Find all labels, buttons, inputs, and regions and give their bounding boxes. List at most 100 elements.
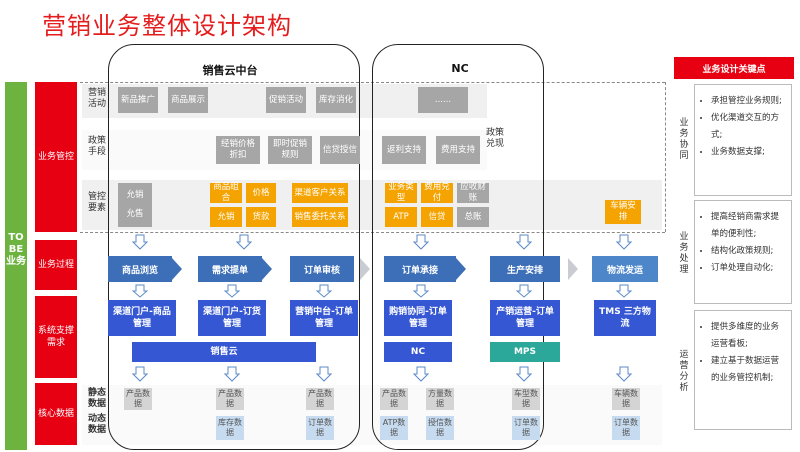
right-panel-item: 建立基于数据运营的业务管控机制;	[711, 353, 787, 387]
arrow-down-icon	[132, 284, 148, 298]
arrow-down-icon	[516, 234, 532, 250]
control-gray-box: 总账	[457, 207, 489, 227]
control-yellow-box: 允销	[210, 207, 242, 227]
control-yellow-box: 商品组合	[210, 182, 242, 203]
page-title: 营销业务整体设计架构	[42, 12, 292, 40]
control-yellow-box: ATP	[385, 207, 417, 227]
arrow-down-icon	[224, 366, 240, 382]
activity-box: 库存消化	[316, 87, 356, 113]
arrow-down-icon	[616, 234, 632, 250]
arrow-down-icon	[316, 366, 332, 382]
right-panel-group: 承担管控业务规则; 优化渠道交互的方式; 业务数据支撑;	[694, 84, 792, 196]
data-box: ATP数据	[380, 416, 408, 440]
right-panel-item: 承担管控业务规则;	[711, 93, 787, 110]
row-label-policy-cash: 政策兑现	[486, 128, 505, 149]
system-box: 购销协同-订单管理	[384, 300, 452, 336]
control-yellow-box: 费用兑付	[421, 182, 453, 203]
arrow-down-icon	[413, 366, 429, 382]
row-label-static-data: 静态数据	[88, 388, 107, 409]
policy-box: 即时促销规则	[268, 136, 312, 164]
control-yellow-box: 渠道客户关系	[292, 183, 348, 203]
control-gray-box: 允销 允售	[118, 183, 152, 227]
arrow-down-icon	[316, 284, 332, 298]
header-nc: NC	[451, 62, 469, 75]
right-panel-group-label: 运营分析	[679, 350, 689, 393]
section-sys-support: 系统支撑需求	[35, 296, 77, 378]
activity-box: 新品推广	[118, 87, 158, 113]
right-panel-group: 提高经销商需求提单的便利性; 结构化政策规则; 订单处理自动化;	[694, 200, 792, 304]
process-step: 订单审核	[290, 256, 354, 282]
process-chevron	[360, 258, 370, 280]
control-yellow-box: 货款	[246, 207, 276, 227]
process-chevron	[262, 258, 272, 280]
system-box: 渠道门户-商品管理	[108, 300, 176, 336]
right-panel-group-label: 业务处理	[679, 232, 689, 275]
data-box: 产品数据	[124, 388, 152, 410]
nc-column	[372, 44, 544, 450]
sales-cloud-column	[108, 44, 360, 450]
data-box: 车辆数据	[612, 388, 640, 410]
data-box: 车型数据	[512, 388, 540, 410]
arrow-down-icon	[132, 366, 148, 382]
arrow-down-icon	[616, 366, 632, 382]
row-label-control-elements: 管控要素	[88, 192, 107, 213]
control-yellow-box: 业务类型	[385, 182, 417, 203]
tobe-side-bar: TO BE业务	[5, 82, 27, 450]
arrow-down-icon	[413, 234, 429, 250]
right-panel-item: 订单处理自动化;	[711, 260, 787, 277]
system-bar-mps: MPS	[490, 342, 560, 362]
activity-box: 促销活动	[266, 87, 306, 113]
control-label: 允销	[126, 190, 144, 200]
data-box: 产品数据	[380, 388, 408, 410]
process-chevron	[456, 258, 466, 280]
control-yellow-box: 车辆安排	[605, 200, 641, 224]
system-box: 营销中台-订单管理	[290, 300, 358, 336]
system-box: 产销运营-订单管理	[490, 300, 560, 336]
process-step: 商品浏览	[108, 256, 172, 282]
process-step: 物流发运	[592, 256, 658, 282]
system-bar-sales-cloud: 销售云	[132, 342, 316, 362]
data-box: 授信数据	[426, 416, 454, 440]
dash-right	[665, 82, 666, 232]
right-panel-group: 提供多维度的业务运营看板; 建立基于数据运营的业务管控机制;	[694, 310, 792, 430]
section-core-data: 核心数据	[35, 383, 77, 445]
data-box: 库存数据	[216, 416, 244, 440]
policy-box: 信贷授信	[320, 136, 360, 164]
section-biz-control: 业务管控	[35, 82, 77, 232]
control-label: 允售	[126, 209, 144, 219]
system-bar-nc: NC	[384, 342, 452, 362]
right-panel-item: 提供多维度的业务运营看板;	[711, 319, 787, 353]
process-step: 订单承接	[384, 256, 456, 282]
data-box: 方量数据	[426, 388, 454, 410]
header-sales-cloud: 销售云中台	[202, 64, 258, 77]
row-label-policy-means: 政策手段	[88, 136, 107, 157]
arrow-down-icon	[616, 284, 632, 298]
arrow-down-icon	[132, 234, 148, 250]
control-gray-box: 应收财账	[457, 182, 489, 203]
policy-box: 返利支持	[382, 136, 426, 164]
process-step: 需求提单	[198, 256, 262, 282]
tobe-label: TO BE业务	[6, 232, 26, 267]
system-box: 渠道门户-订货管理	[198, 300, 266, 336]
right-panel-item: 提高经销商需求提单的便利性;	[711, 209, 787, 243]
right-panel-header: 业务设计关键点	[674, 57, 794, 79]
arrow-down-icon	[236, 234, 252, 250]
process-step: 生产安排	[490, 256, 560, 282]
right-panel-item: 结构化政策规则;	[711, 243, 787, 260]
policy-box: 经销价格折扣	[216, 136, 260, 164]
row-label-activities: 营销活动	[88, 88, 107, 109]
activity-box: ......	[418, 87, 468, 113]
data-box: 产品数据	[306, 388, 334, 410]
right-panel-item: 优化渠道交互的方式;	[711, 110, 787, 144]
arrow-down-icon	[516, 366, 532, 382]
activity-box: 商品展示	[168, 87, 208, 113]
arrow-down-icon	[413, 284, 429, 298]
section-biz-process: 业务过程	[35, 240, 77, 290]
arrow-down-icon	[516, 284, 532, 298]
process-chevron	[172, 258, 182, 280]
control-yellow-box: 信贷	[421, 207, 453, 227]
data-box: 订单数据	[306, 416, 334, 440]
row-label-dynamic-data: 动态数据	[88, 414, 107, 435]
data-box: 产品数据	[216, 388, 244, 410]
control-yellow-box: 销售委托关系	[292, 207, 348, 227]
